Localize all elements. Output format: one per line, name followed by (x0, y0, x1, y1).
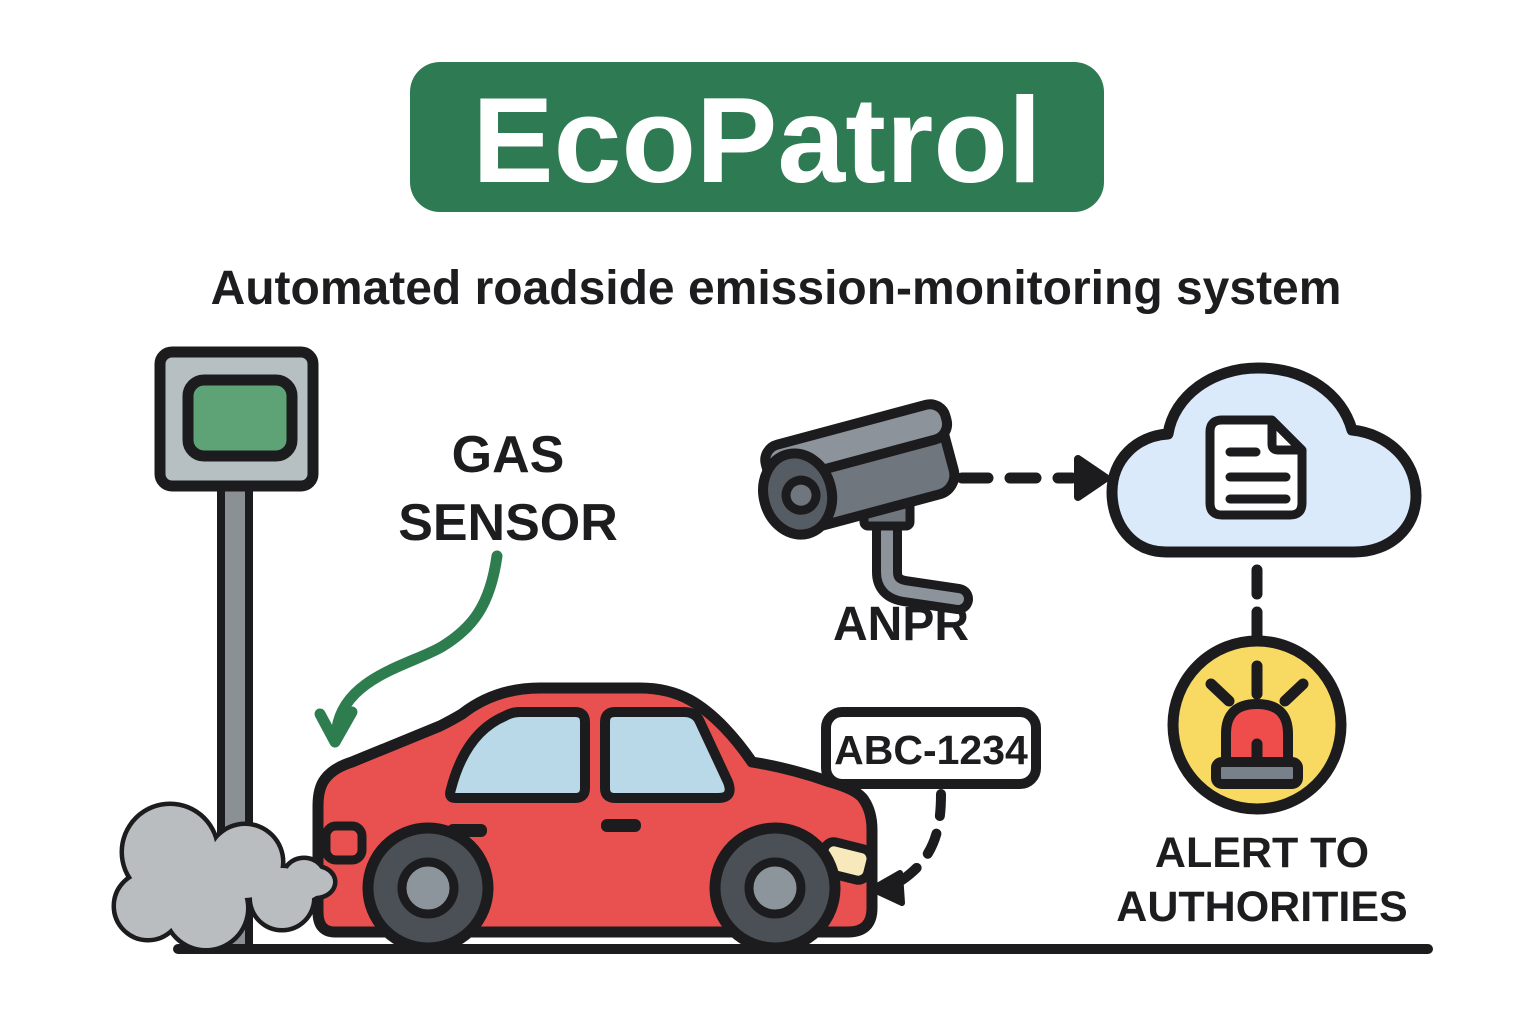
gas-sensor-label-line1: GAS (452, 426, 565, 484)
plate-to-car-arrowhead (869, 870, 905, 906)
document-fold (1267, 420, 1302, 455)
document-sheet (1205, 415, 1307, 520)
gas-sensor-arrowhead (314, 706, 358, 748)
car-windows (445, 707, 735, 803)
license-plate-callout: ABC-1234 (821, 707, 1041, 906)
gas-sensor-arrow (314, 550, 503, 748)
siren-base (1211, 757, 1303, 789)
alert-siren-icon (1167, 635, 1347, 815)
siren-rays (1205, 660, 1309, 707)
car-taillight (321, 821, 367, 865)
car-door-handle-front (601, 819, 641, 832)
gas-sensor-arrow-shaft (331, 550, 503, 734)
car-front-wheel (709, 822, 841, 954)
car-front-window (600, 707, 735, 803)
camera-lens (781, 475, 821, 515)
sensor-screen (182, 374, 298, 462)
rear-hub (397, 857, 459, 919)
document-lines (1225, 447, 1291, 504)
document-icon (1205, 415, 1307, 520)
camera-housing (758, 399, 960, 540)
title-text: EcoPatrol (472, 72, 1042, 208)
license-plate-text: ABC-1234 (834, 727, 1028, 773)
camera-to-cloud-arrowhead (1074, 455, 1110, 501)
car-rear-wheel (362, 822, 494, 954)
siren-dome (1221, 699, 1293, 767)
license-plate (821, 707, 1041, 789)
anpr-camera-icon (758, 399, 973, 614)
smoke-fill (116, 806, 333, 948)
gas-sensor-label-line2: SENSOR (398, 494, 618, 552)
plate-to-car-dashes (897, 789, 946, 885)
cloud-record-icon (1106, 362, 1422, 558)
alert-label-line2: AUTHORITIES (1116, 883, 1407, 931)
exhaust-smoke-icon (111, 801, 338, 953)
camera-to-cloud-arrow (956, 455, 1110, 501)
camera-bracket (881, 514, 964, 605)
car-icon (312, 682, 878, 954)
title-banner (410, 62, 1104, 212)
car-rear-window (445, 707, 590, 803)
subtitle-text: Automated roadside emission-monitoring s… (211, 262, 1342, 315)
front-hub (744, 857, 806, 919)
alert-label-line1: ALERT TO (1155, 829, 1369, 877)
anpr-label: ANPR (833, 598, 969, 651)
